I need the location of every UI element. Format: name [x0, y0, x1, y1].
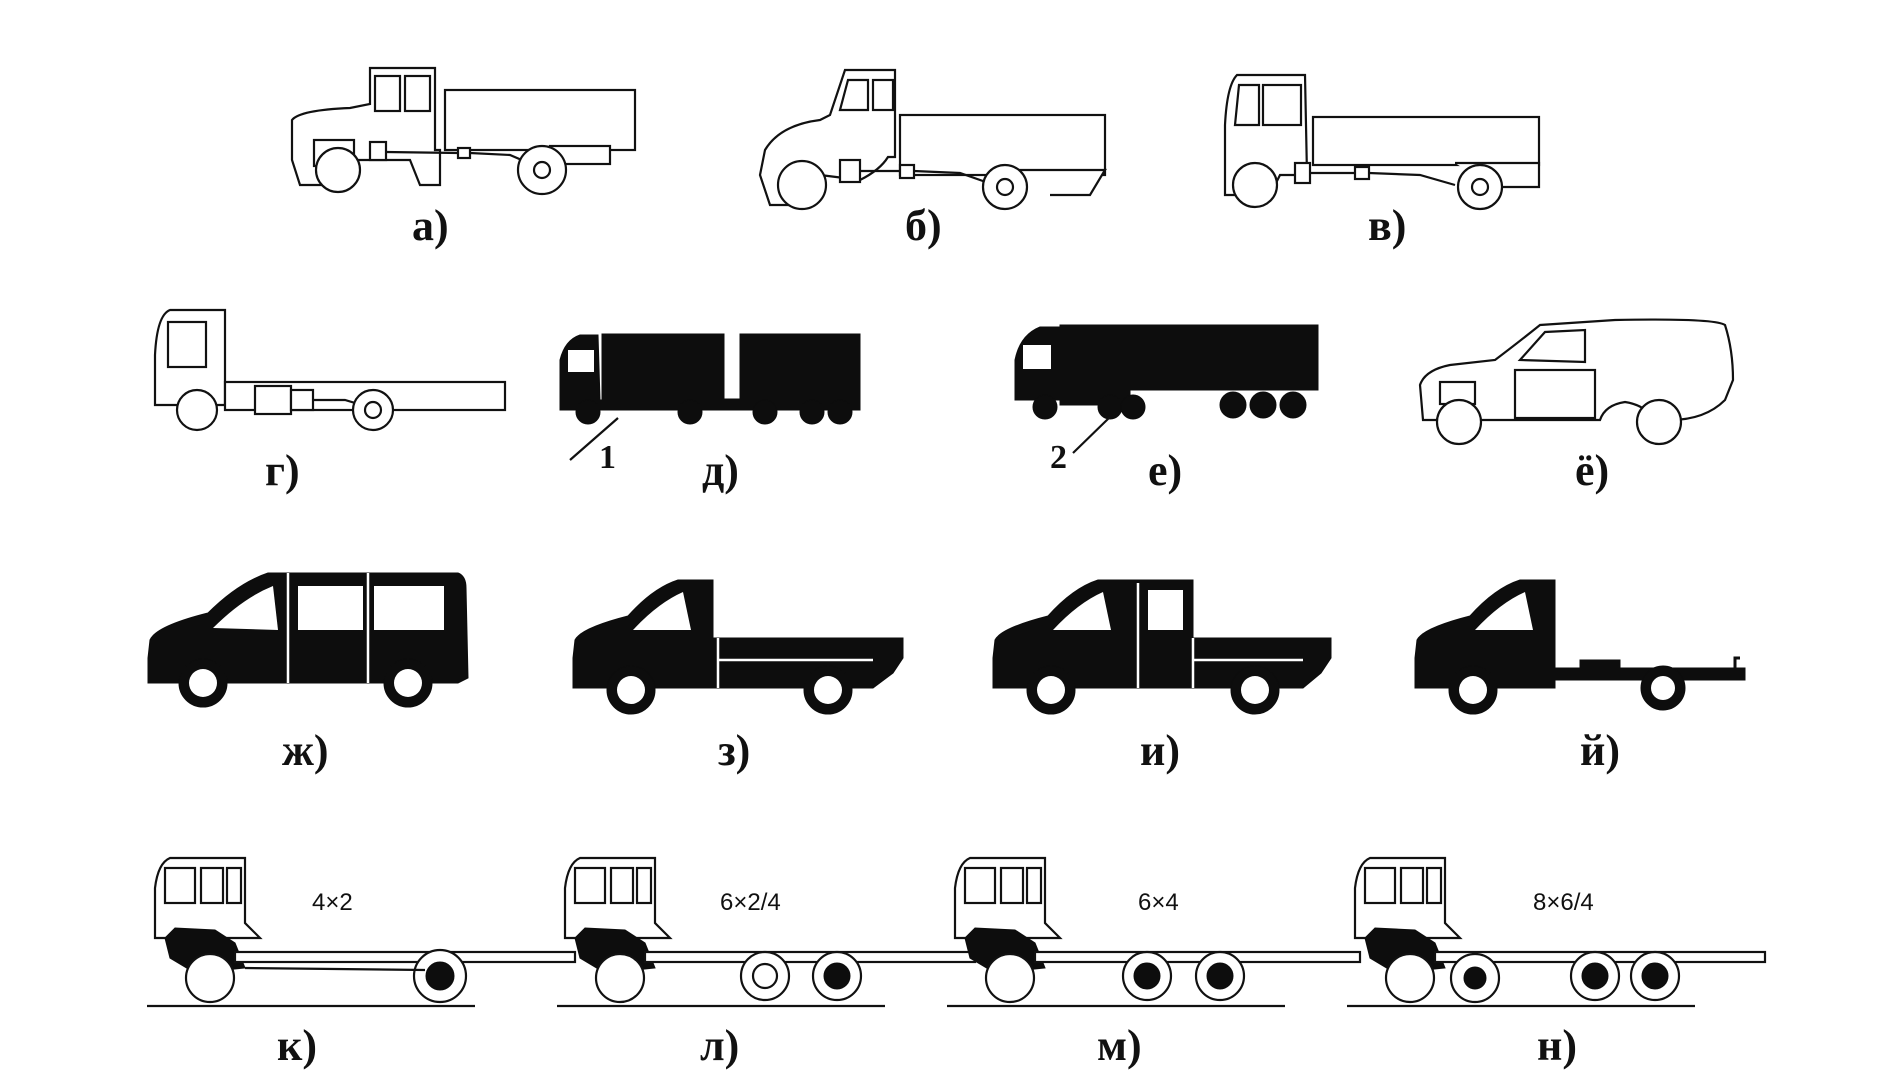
label-k: к): [277, 1021, 317, 1070]
label-n: н): [1537, 1021, 1577, 1070]
callout-2: 2: [1050, 439, 1067, 476]
truck-bonneted: [290, 66, 637, 196]
light-truck-flatbed: [572, 579, 904, 715]
truck-cab-over: [1223, 73, 1541, 211]
callout-1: 1: [599, 439, 616, 476]
chassis-4x2: [147, 856, 577, 1008]
minibus: [147, 572, 469, 708]
wheel-formula-l: 6×2/4: [720, 889, 781, 916]
label-g: г): [265, 446, 300, 495]
car-derived-van: [1418, 318, 1735, 446]
label-z: з): [718, 726, 750, 775]
label-zh: ж): [282, 726, 329, 775]
label-d: д): [702, 446, 739, 495]
truck-cab-chassis: [153, 308, 507, 432]
label-b: б): [905, 201, 942, 250]
label-a: а): [412, 201, 449, 250]
truck-semi-bonneted: [758, 68, 1107, 211]
wheel-formula-k: 4×2: [312, 889, 353, 916]
chassis-6x4: [947, 856, 1362, 1008]
light-truck-chassis: [1414, 579, 1746, 715]
light-truck-double-cab: [992, 579, 1332, 715]
label-yo: ё): [1575, 446, 1609, 495]
tractor-semitrailer: [1014, 324, 1319, 454]
chassis-6x2-4: [557, 856, 977, 1008]
label-m: м): [1097, 1021, 1142, 1070]
label-l: л): [700, 1021, 739, 1070]
wheel-formula-n: 8×6/4: [1533, 889, 1594, 916]
label-v: в): [1368, 201, 1406, 250]
label-i: и): [1140, 726, 1180, 775]
label-e: е): [1148, 446, 1182, 495]
chassis-8x6-4: [1347, 856, 1767, 1008]
wheel-formula-m: 6×4: [1138, 889, 1179, 916]
road-train: [559, 333, 861, 461]
label-j: й): [1580, 726, 1620, 775]
